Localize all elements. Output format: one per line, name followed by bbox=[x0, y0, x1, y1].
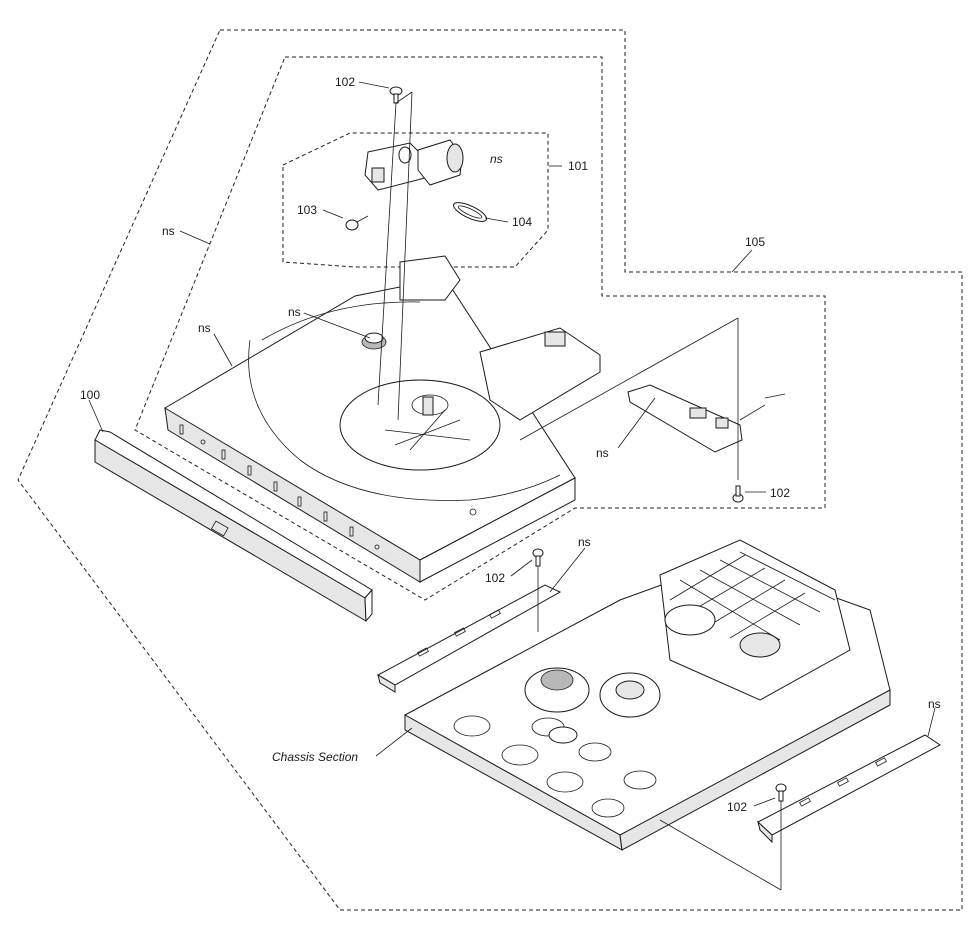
label-102-right-rail: 102 bbox=[727, 800, 747, 814]
assembly-line bbox=[519, 317, 739, 441]
label-105: 105 bbox=[745, 235, 765, 249]
label-ns-rail-left: ns bbox=[578, 535, 591, 549]
pickup-mechanism bbox=[659, 539, 851, 701]
screw-102-top bbox=[389, 86, 403, 104]
screw-102-pcb bbox=[732, 485, 744, 503]
screw-102-right-rail bbox=[775, 783, 787, 802]
loading-motor-assembly-101-boundary bbox=[282, 132, 549, 268]
belt-104 bbox=[452, 202, 488, 222]
chassis-section bbox=[403, 539, 891, 851]
loading-motor bbox=[417, 139, 464, 186]
chassis-gear-large bbox=[524, 667, 590, 713]
drive-gear bbox=[361, 332, 387, 350]
tray-assembly-boundary bbox=[134, 56, 826, 601]
assembly-line bbox=[659, 819, 782, 891]
disc-tray bbox=[164, 255, 601, 583]
loading-motor-bracket bbox=[364, 142, 426, 191]
side-rail-right bbox=[757, 734, 941, 844]
label-ns-left: ns bbox=[162, 224, 175, 238]
chassis-gear-small bbox=[548, 726, 578, 744]
assembly-line bbox=[397, 91, 413, 421]
label-102-top: 102 bbox=[335, 75, 355, 89]
screw-102-left-rail bbox=[532, 548, 544, 567]
label-100: 100 bbox=[80, 388, 100, 402]
side-rail-left bbox=[376, 584, 562, 693]
assembly-line bbox=[377, 102, 397, 406]
label-ns-gear: ns bbox=[288, 305, 301, 319]
screw-103 bbox=[345, 215, 369, 231]
front-panel-100 bbox=[94, 429, 373, 623]
assembly-line bbox=[395, 91, 413, 104]
label-102-pcb: 102 bbox=[770, 486, 790, 500]
tray-holes bbox=[179, 424, 477, 550]
sensor-pcb bbox=[627, 384, 786, 453]
label-101: 101 bbox=[568, 159, 588, 173]
label-ns-rail-right: ns bbox=[928, 697, 941, 711]
label-chassis-section: Chassis Section bbox=[272, 750, 358, 764]
chassis-gear-cam bbox=[599, 672, 661, 718]
label-104: 104 bbox=[512, 215, 532, 229]
label-102-left-rail: 102 bbox=[485, 571, 505, 585]
label-ns-tray: ns bbox=[198, 321, 211, 335]
label-103: 103 bbox=[297, 203, 317, 217]
label-ns-motor: ns bbox=[490, 152, 503, 166]
label-ns-pcb: ns bbox=[596, 446, 609, 460]
assembly-105-boundary bbox=[17, 29, 963, 911]
